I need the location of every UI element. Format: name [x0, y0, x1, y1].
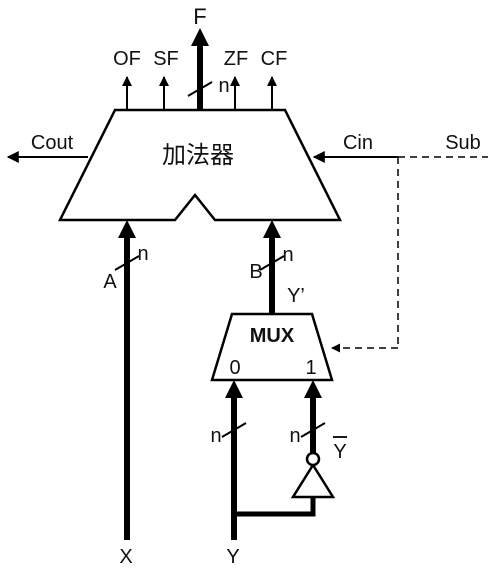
mux-input0-width-slash [221, 422, 247, 438]
output-f-arrowhead [191, 28, 209, 46]
sub-label: Sub [445, 132, 481, 154]
mux-input0-arrowhead [225, 380, 243, 398]
inverter-triangle [290, 462, 336, 499]
input-a-width-label: n [137, 243, 148, 265]
input-b-width-label: n [282, 244, 293, 266]
mux-label: MUX [250, 325, 295, 347]
input-y-label: Y [226, 546, 239, 568]
mux-output-label: Y’ [287, 285, 305, 307]
flag-sf-label: SF [153, 48, 179, 70]
mux-input0-width-label: n [210, 425, 221, 447]
mux-input1-width-slash [300, 422, 326, 438]
output-f-width-slash [187, 81, 213, 97]
input-b-arrowhead [263, 220, 281, 238]
input-a-label: A [103, 271, 117, 293]
output-f-width-label: n [218, 75, 229, 97]
flag-of-label: OF [113, 48, 141, 70]
mux-input1-arrowhead [304, 380, 322, 398]
mux-input0-label: 0 [229, 357, 240, 379]
input-b-width-slash [259, 255, 285, 271]
input-x-label: X [119, 546, 132, 568]
cout-label: Cout [31, 132, 74, 154]
mux-input1-width-label: n [289, 425, 300, 447]
input-a-width-slash [114, 255, 140, 271]
adder-block [57, 108, 343, 222]
cin-label: Cin [343, 132, 373, 154]
mux-block [210, 312, 334, 382]
input-b-label: B [249, 261, 262, 283]
input-a-arrowhead [118, 220, 136, 238]
flag-cf-label: CF [261, 48, 288, 70]
output-f-label: F [193, 4, 206, 29]
flag-zf-label: ZF [224, 48, 248, 70]
inverter-bubble [305, 451, 321, 467]
y-branch-bus [234, 497, 316, 517]
mux-input1-label: 1 [305, 357, 316, 379]
y-bar-label: Y [333, 441, 346, 463]
adder-label: 加法器 [162, 141, 234, 169]
